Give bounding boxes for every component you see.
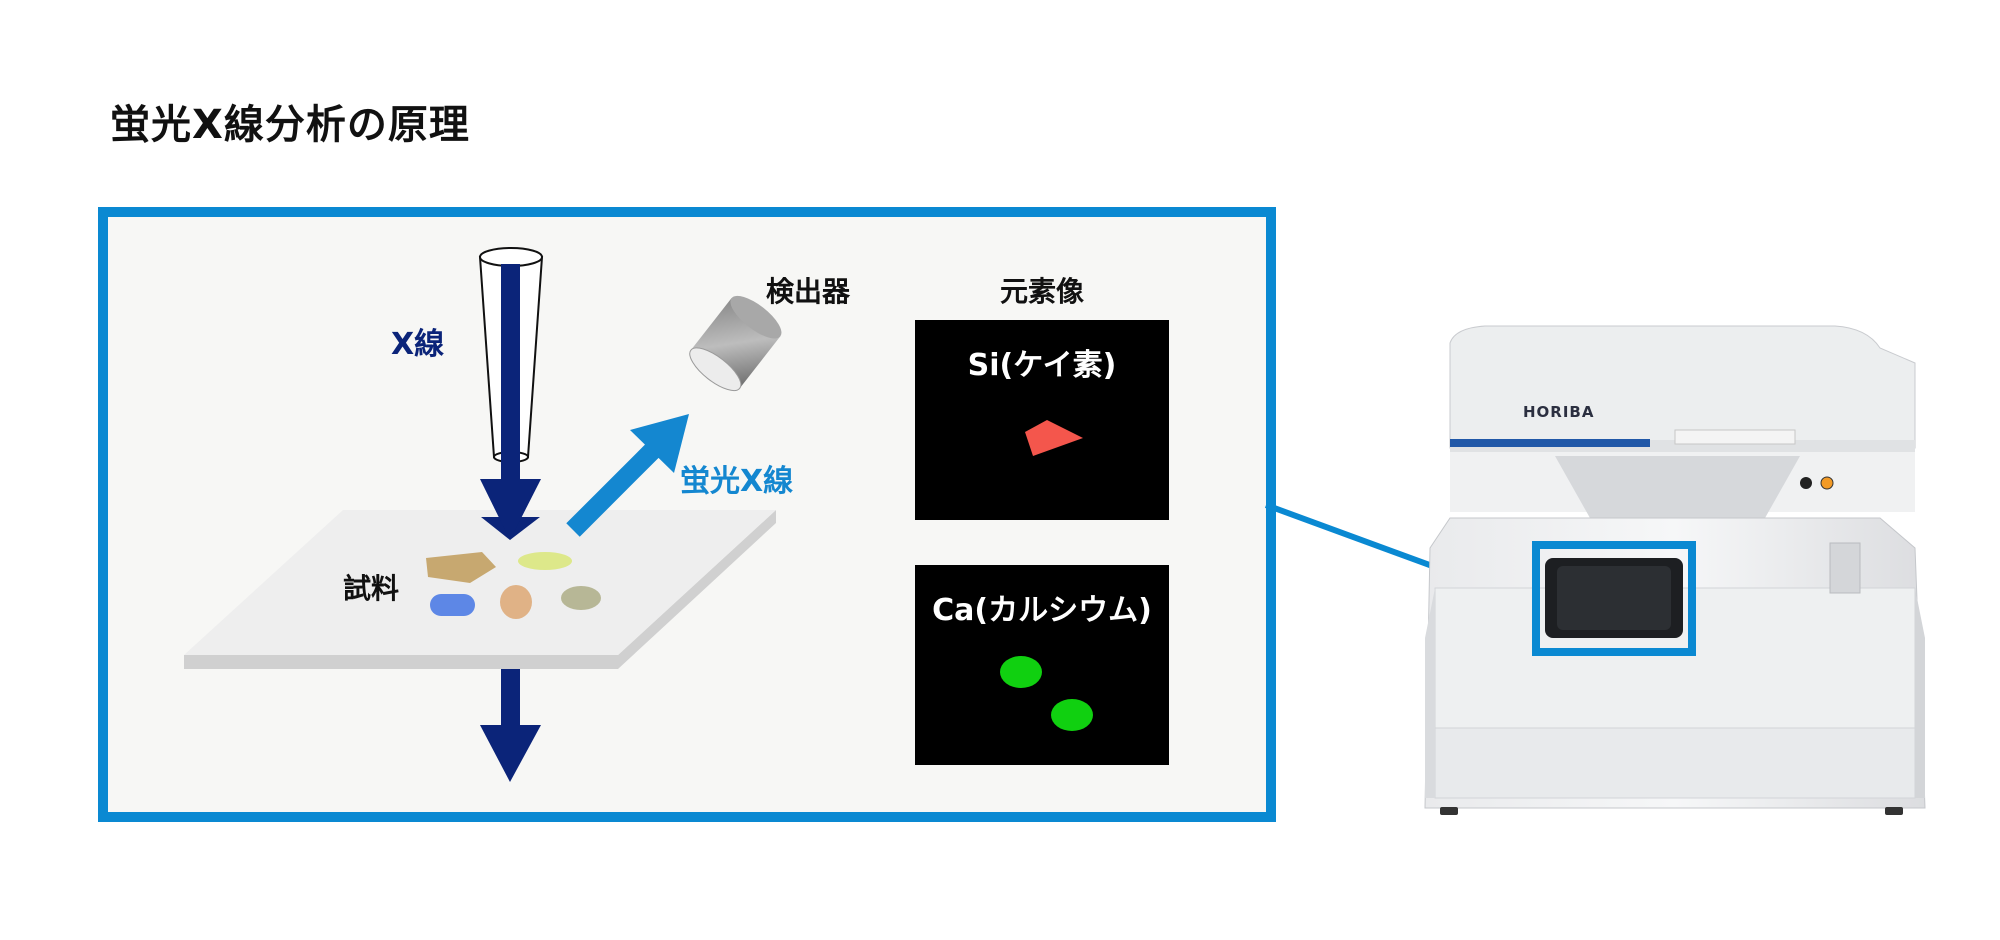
si-region <box>1025 420 1083 456</box>
sample-particle-orange <box>500 585 532 619</box>
sample-label: 試料 <box>343 572 400 605</box>
xray-transmitted-arrow-head <box>480 725 541 782</box>
element-map-label: Ca(カルシウム) <box>932 593 1152 628</box>
xray-tube-top <box>479 247 543 267</box>
fluorescent-xray-arrow-head <box>630 414 689 473</box>
fluorescent-xray-beam <box>566 441 662 537</box>
element-map-ca: Ca(カルシウム) <box>915 565 1169 765</box>
principle-diagram: X線 蛍光X線 検出器 試料 元素像 Si(ケイ素) Ca(カルシウム) <box>98 207 1276 822</box>
detector <box>689 295 782 392</box>
detector-label: 検出器 <box>766 275 851 308</box>
instrument-illustration <box>1424 325 1926 815</box>
si-map-canvas <box>1025 420 1083 456</box>
sample-particle-pentagon <box>426 552 496 583</box>
xray-label: X線 <box>391 327 445 362</box>
instrument-blue-stripe <box>1450 439 1650 447</box>
ca-map-canvas <box>1000 656 1093 731</box>
sample-plate <box>184 510 776 655</box>
sample-particle-yellow <box>518 552 572 570</box>
element-map-si: Si(ケイ素) <box>915 320 1169 520</box>
element-image-label: 元素像 <box>1000 275 1085 308</box>
sample-particle-blue <box>430 594 475 616</box>
element-map-label: Si(ケイ素) <box>967 348 1117 383</box>
ca-region <box>1000 656 1042 688</box>
sample-particle-olive <box>561 586 601 610</box>
page-title: 蛍光X線分析の原理 <box>110 102 470 148</box>
instrument-button-orange <box>1820 476 1834 490</box>
instrument-button-black <box>1800 477 1812 489</box>
instrument-lid <box>1449 325 1916 449</box>
xrf-instrument: HORIBA <box>1405 318 1945 827</box>
window-highlight <box>1532 541 1696 656</box>
xray-transmitted-beam <box>501 669 520 731</box>
ca-region <box>1051 699 1093 731</box>
xray-beam <box>501 264 520 519</box>
fluorescent-xray-label: 蛍光X線 <box>680 464 794 499</box>
instrument-brand-logo: HORIBA <box>1523 403 1595 421</box>
diagram-illustration <box>184 247 782 782</box>
